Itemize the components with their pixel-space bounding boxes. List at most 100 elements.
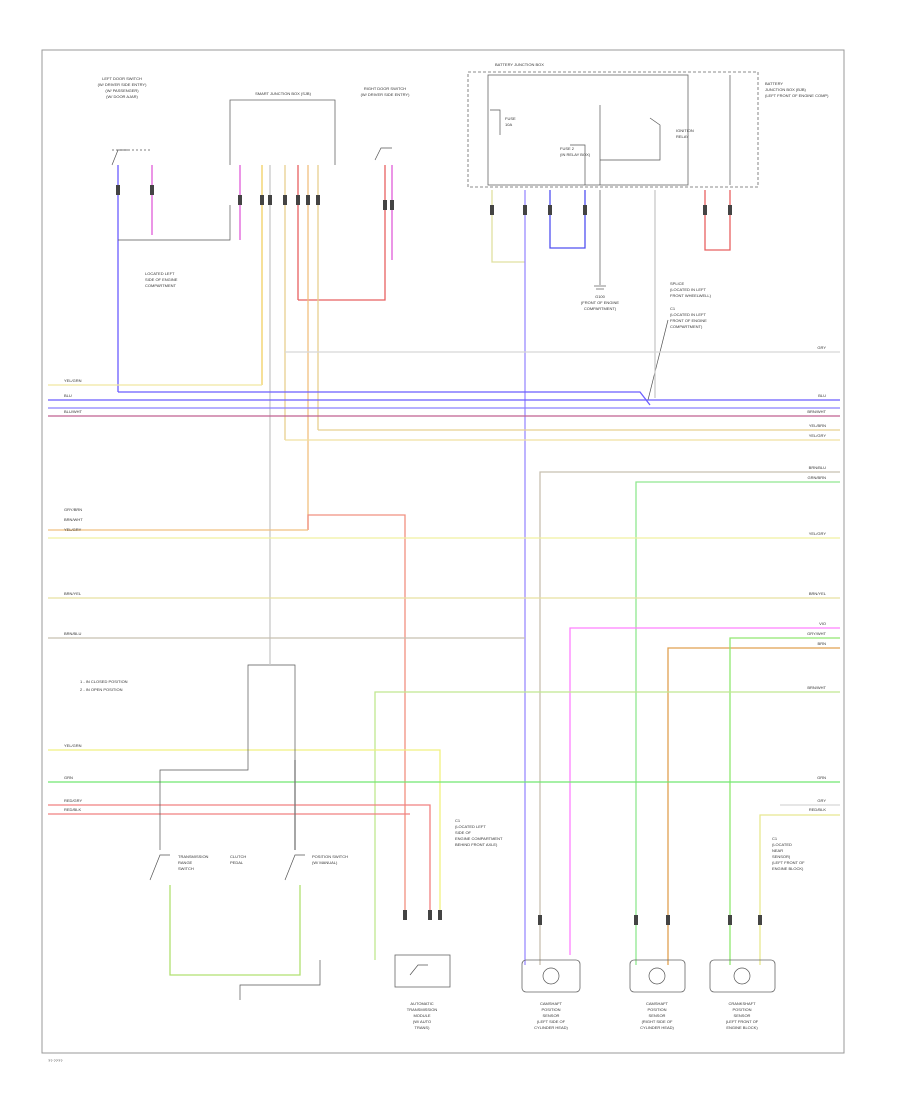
sensor-3-label-3: SENSOR [734, 1013, 751, 1018]
sensor-3-note-4: SENSOR) [772, 854, 791, 859]
sensor-3-label-2: POSITION [732, 1007, 751, 1012]
wire-label-right-0: GRY [817, 345, 826, 350]
wire-label-right-1: BLU [818, 393, 826, 398]
bjb-outline [467, 71, 759, 188]
mid-splice-note-2: (LOCATED LEFT [455, 824, 486, 829]
g100-note-2: COMPARTMENT) [584, 306, 617, 311]
ignition-relay-label: IGNITION [676, 128, 694, 133]
crankshaft-sensor: CRANKSHAFT POSITION SENSOR (LEFT FRONT O… [709, 836, 805, 1030]
wire-label-right-13: GRN [817, 775, 826, 780]
left-splice-note: LOCATED LEFT SIDE OF ENGINE COMPARTMENT [145, 271, 178, 288]
left-door-switch-label: LEFT DOOR SWITCH [102, 76, 142, 81]
switch-legend: 1 - IN CLOSED POSITION 2 - IN OPEN POSIT… [80, 679, 128, 692]
clutch-pedal-label-2: PEDAL [230, 860, 244, 865]
left-door-switch-note-1: (W/ DRIVER SIDE ENTRY) [98, 82, 147, 87]
sensor-2-label-2: POSITION [647, 1007, 666, 1012]
wire-label-left-6: BRN/YEL [64, 591, 82, 596]
sensor-3-note-2: (LOCATED [772, 842, 792, 847]
sensor-3-note-6: ENGINE BLOCK) [772, 866, 804, 871]
wire-label-right-11: BRN [818, 641, 827, 646]
battery-junction-box: BATTERY JUNCTION BOX FUSE 10A FUSE 2 (IN… [467, 62, 829, 188]
ground-g100: G100 (FRONT OF ENGINE COMPARTMENT) [581, 190, 619, 311]
sensor-2-label-4: (RIGHT SIDE OF [642, 1019, 673, 1024]
wire-bjb-loop [549, 190, 586, 249]
left-splice-label-3: COMPARTMENT [145, 283, 177, 288]
atm-label-4: (W/ AUTO [413, 1019, 431, 1024]
wire-label-left-9: GRN [64, 775, 73, 780]
sensor-3-label-1: CRANKSHAFT [728, 1001, 756, 1006]
auto-trans-module: AUTOMATIC TRANSMISSION MODULE (W/ AUTO T… [394, 954, 451, 1030]
left-door-switch: LEFT DOOR SWITCH (W/ DRIVER SIDE ENTRY) … [98, 76, 152, 166]
mid-splice-note-3: SIDE OF [455, 830, 472, 835]
wire-label-right-10: GRY/WHT [807, 631, 826, 636]
wire-label-right-3: YEL/BRN [809, 423, 826, 428]
fuse-2-label: FUSE 2 [560, 146, 575, 151]
wire-labels-right: GRYBLUBRN/WHTYEL/BRNYEL/GRYBRN/BLUGRN/BR… [807, 345, 827, 812]
left-door-switch-note-3: (W/ DOOR AJAR) [106, 94, 138, 99]
clutch-splice [247, 664, 296, 760]
wire-label-right-15: RED/BLK [809, 807, 826, 812]
wire-bus [48, 351, 840, 965]
sensor-1-label-2: POSITION [541, 1007, 560, 1012]
wire-label-right-2: BRN/WHT [807, 409, 826, 414]
splice-note-5: (LOCATED IN LEFT [670, 312, 706, 317]
sjb-label: SMART JUNCTION BOX (SJB) [255, 91, 312, 96]
wire-label-left-2: BLU/WHT [64, 409, 83, 414]
sensor-3-note-1: C1 [772, 836, 778, 841]
right-door-switch-note: (W/ DRIVER SIDE ENTRY) [361, 92, 410, 97]
battery-label: BATTERY [765, 81, 783, 86]
splice-note-3: FRONT WHEELWELL) [670, 293, 712, 298]
clutch-switches: TRANSMISSION RANGE SWITCH CLUTCH PEDAL P… [149, 854, 348, 1000]
wire-label-left-4: BRN/WHT [64, 517, 83, 522]
left-door-switch-contact [111, 149, 128, 166]
wire-label-left-8: YEL/GRN [64, 743, 82, 748]
wire-label-left-7: BRN/BLU [64, 631, 81, 636]
wire-label-left-0: YEL/GRN [64, 378, 82, 383]
clutch-pedal-label-1: CLUTCH [230, 854, 246, 859]
battery-note-1: JUNCTION BOX (BJB) [765, 87, 807, 92]
sensor-3-note-3: NEAR [772, 848, 783, 853]
connector-marks [116, 185, 762, 925]
camshaft-sensor-left: CAMSHAFT POSITION SENSOR (LEFT SIDE OF C… [521, 959, 581, 1030]
footer-code: ?? ???? [48, 1058, 63, 1063]
splice-note-1: SPLICE [670, 281, 685, 286]
clutch-position-label: POSITION SWITCH [312, 854, 348, 859]
sensor-1-label-1: CAMSHAFT [540, 1001, 563, 1006]
fuse-rating: 10A [505, 122, 512, 127]
sensor-3-note-5: (LEFT FRONT OF [772, 860, 805, 865]
trans-range-label-3: SWITCH [178, 866, 194, 871]
g100-label: G100 [595, 294, 606, 299]
ignition-relay-label-2: RELAY [676, 134, 689, 139]
right-door-switch-label: RIGHT DOOR SWITCH [364, 86, 406, 91]
splice-note-4: C1 [670, 306, 676, 311]
wire-label-right-9: VIO [819, 621, 826, 626]
right-door-switch-contact [374, 147, 392, 161]
splice-note-2: (LOCATED IN LEFT [670, 287, 706, 292]
sensor-2-label-5: CYLINDER HEAD) [640, 1025, 674, 1030]
mid-splice-note: C1 (LOCATED LEFT SIDE OF ENGINE COMPARTM… [455, 818, 503, 847]
wire-label-right-4: YEL/GRY [809, 433, 827, 438]
camshaft-sensor-right: CAMSHAFT POSITION SENSOR (RIGHT SIDE OF … [629, 959, 686, 1030]
switch-legend-2: 2 - IN OPEN POSITION [80, 687, 123, 692]
mid-splice-note-1: C1 [455, 818, 461, 823]
battery-note-2: (LEFT FRONT OF ENGINE COMP) [765, 93, 829, 98]
wire-label-right-8: BRN/YEL [809, 591, 827, 596]
sensor-1-label-4: (LEFT SIDE OF [537, 1019, 566, 1024]
left-splice-label-1: LOCATED LEFT [145, 271, 175, 276]
sensor-3-label-4: (LEFT FRONT OF [726, 1019, 759, 1024]
left-door-switch-note-2: (W/ PASSENGER) [105, 88, 139, 93]
atm-label-1: AUTOMATIC [410, 1001, 433, 1006]
wire-right-door-red [298, 165, 386, 301]
wire-gry-brn-drop [307, 514, 406, 915]
wire-label-right-14: GRY [817, 798, 826, 803]
wire-label-left-5: YEL/GRY [64, 527, 82, 532]
mid-splice-note-5: BEHIND FRONT AXLE) [455, 842, 498, 847]
clutch-position-note: (W/ MANUAL) [312, 860, 338, 865]
trans-range-label-1: TRANSMISSION [178, 854, 209, 859]
mid-splice-note-4: ENGINE COMPARTMENT [455, 836, 503, 841]
sensor-3-label-5: ENGINE BLOCK) [726, 1025, 758, 1030]
wire-label-left-3: GRY/BRN [64, 507, 82, 512]
wire-label-right-7: YEL/GRY [809, 531, 827, 536]
